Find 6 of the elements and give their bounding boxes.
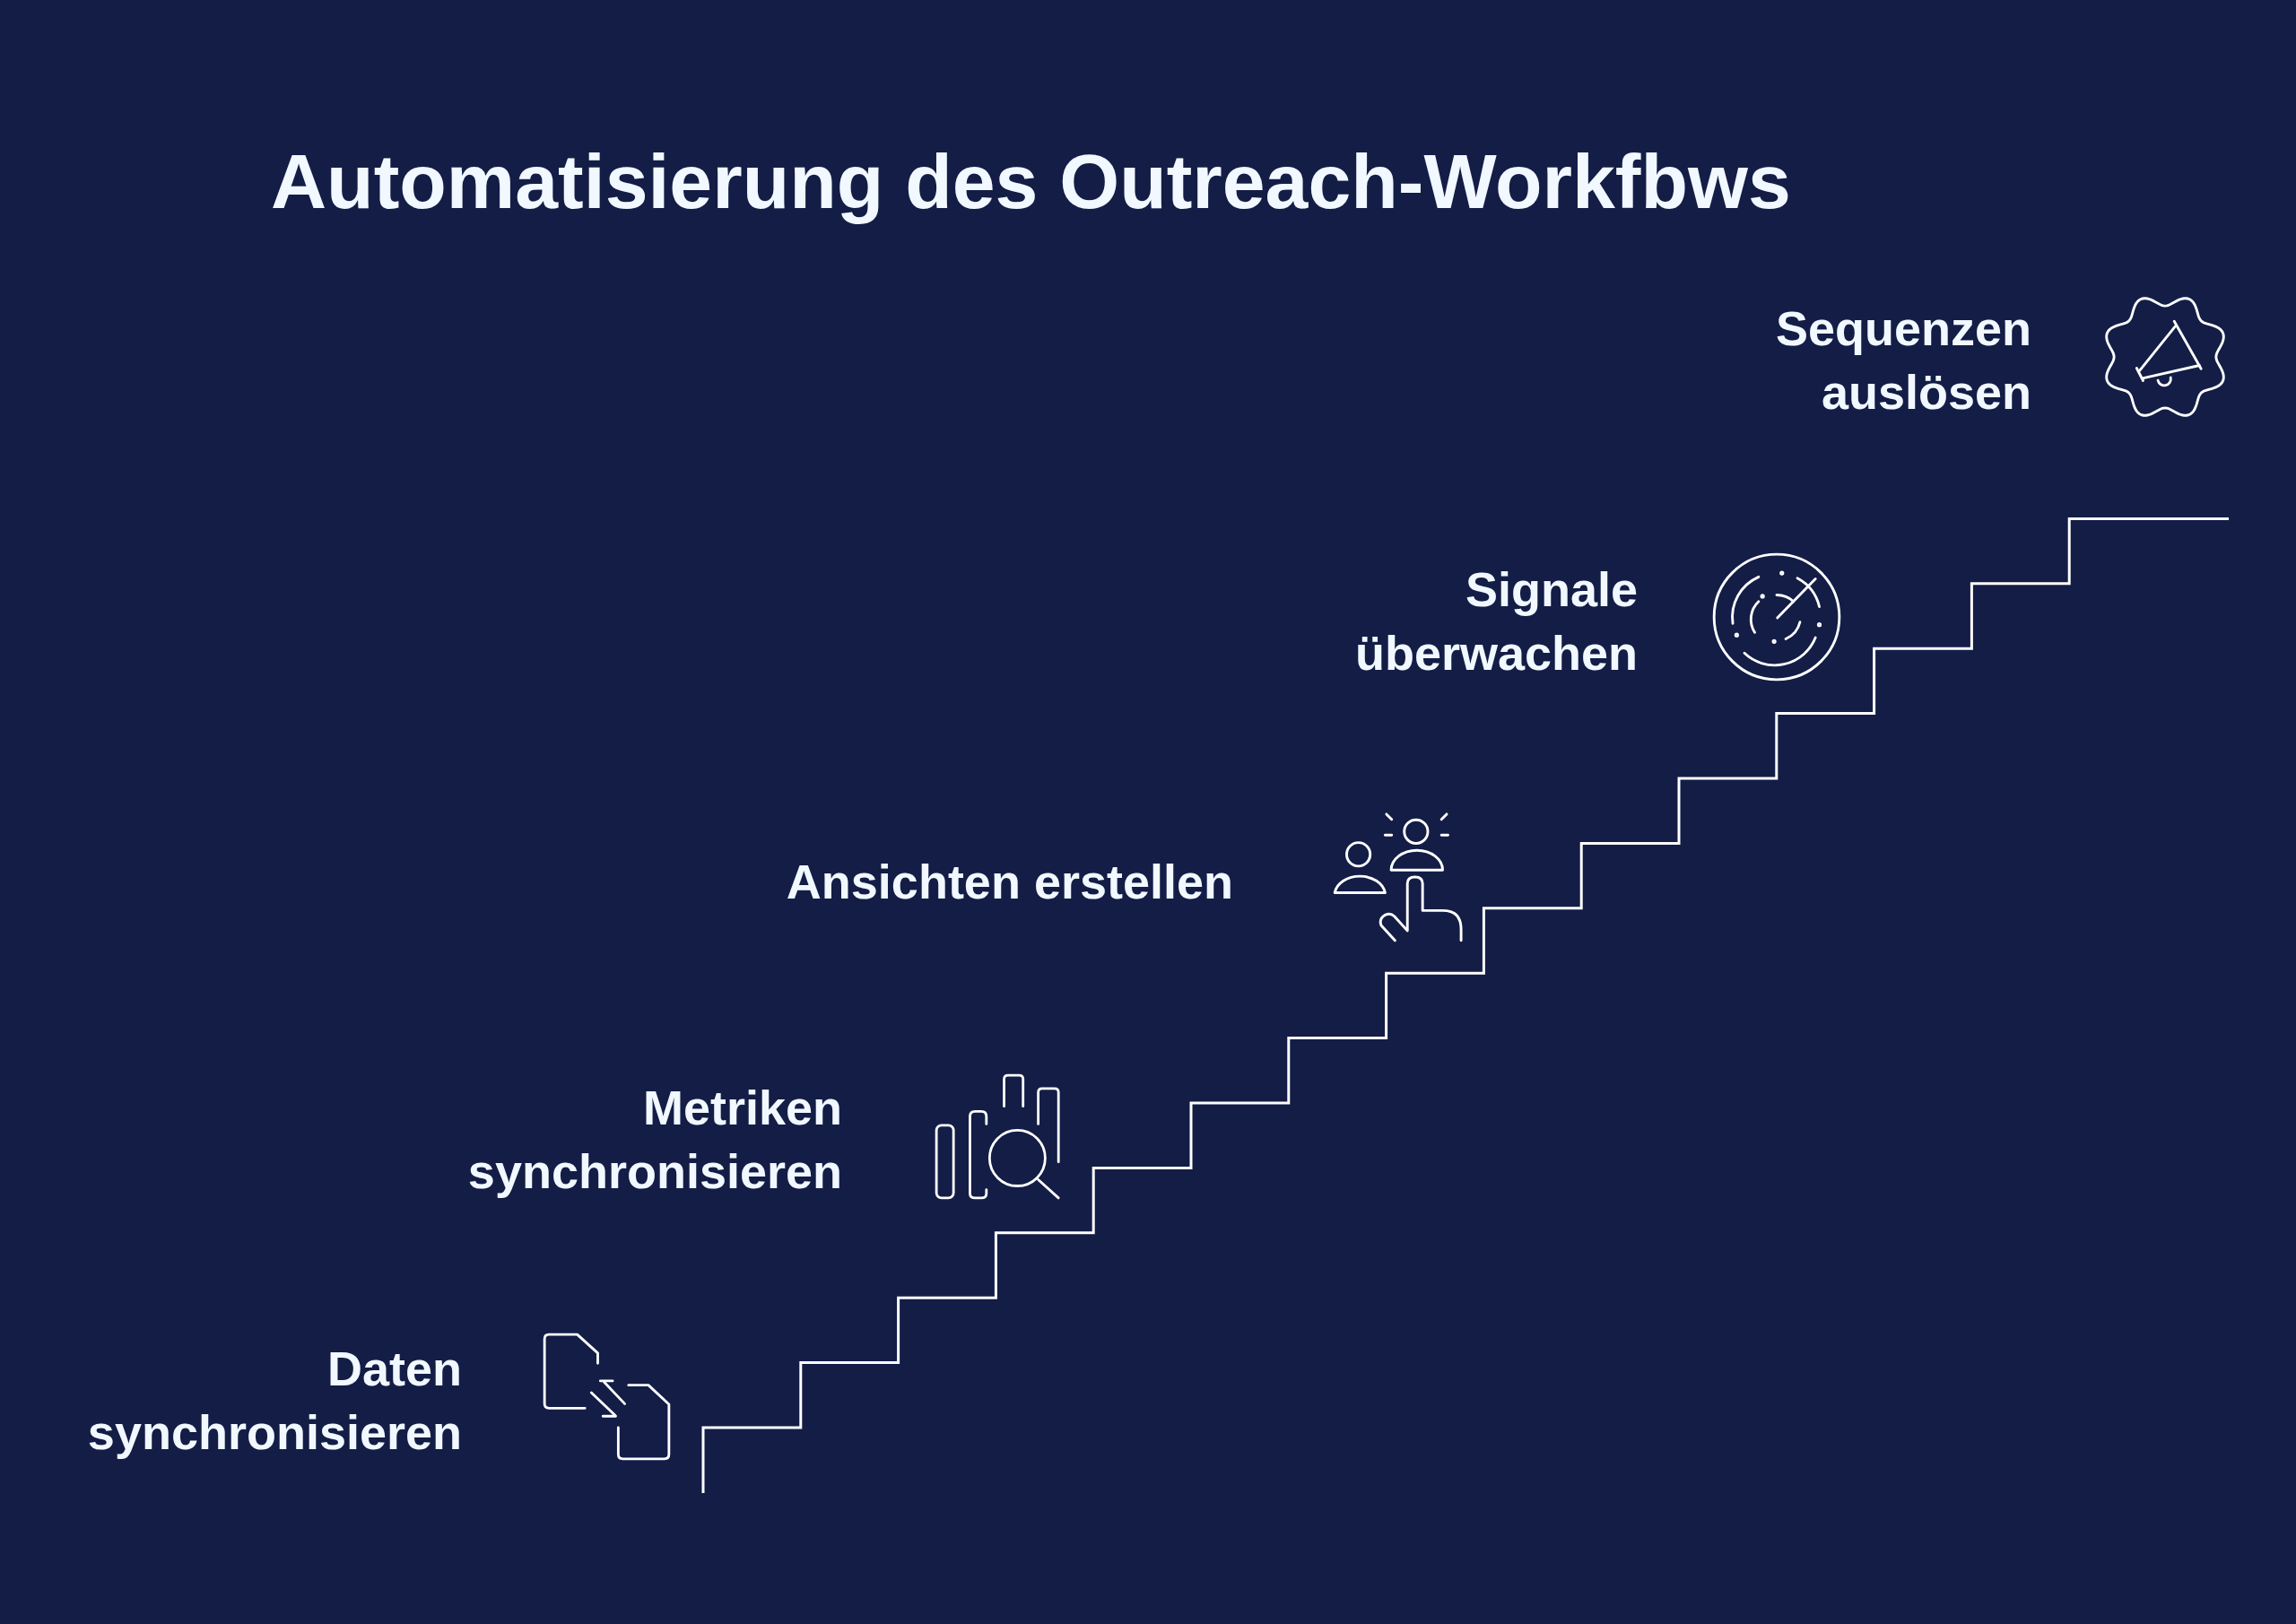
step-label: Sequenzen auslösen [1774, 300, 2031, 421]
step-label: Daten synchronisieren [86, 1341, 462, 1461]
step-label: Signale überwachen [1353, 561, 1638, 682]
step-label: Ansichten erstellen [785, 854, 1233, 910]
title: Automatisierung des Outreach-Workfbws [271, 137, 1791, 226]
step-label: Metriken synchronisieren [466, 1080, 842, 1200]
